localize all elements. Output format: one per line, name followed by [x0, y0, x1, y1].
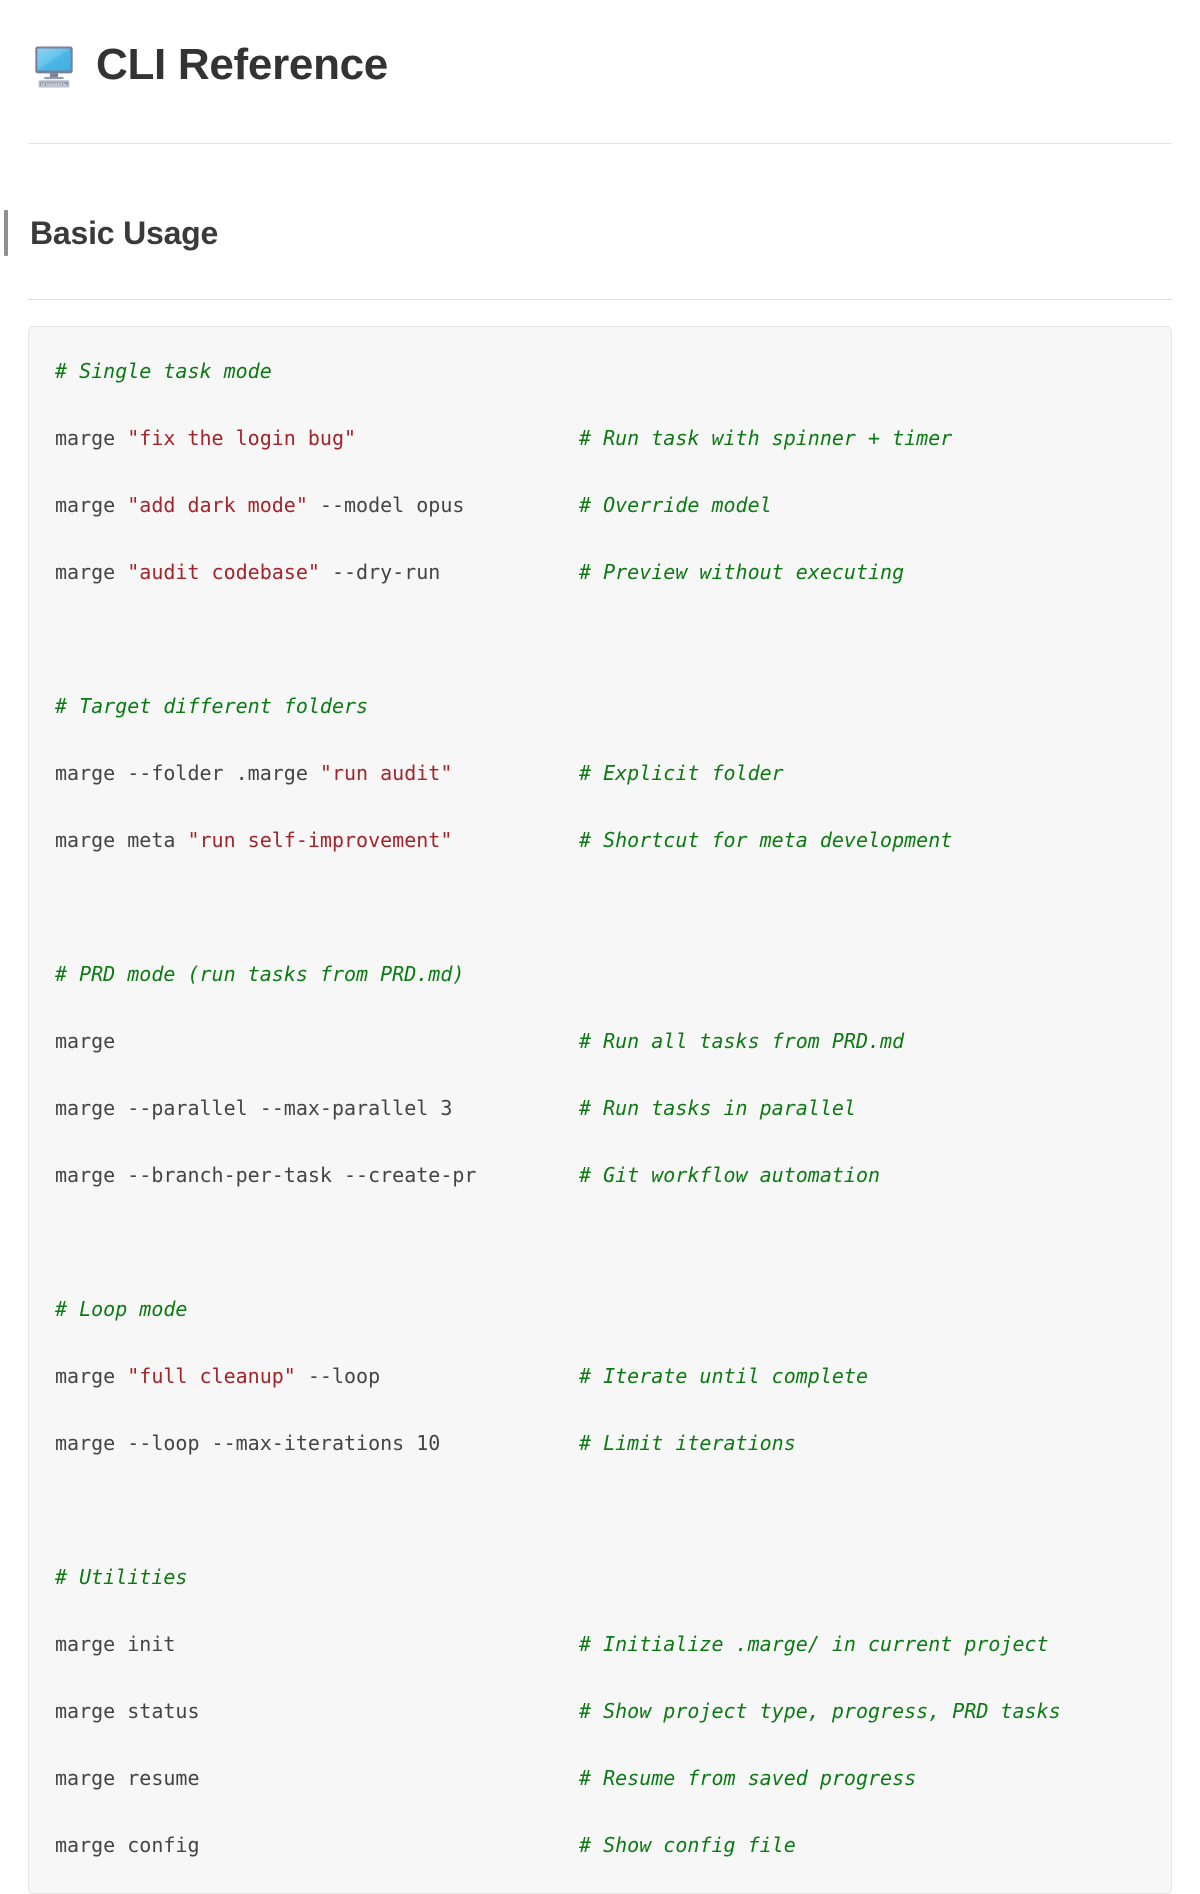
- code-line: # Target different folders: [55, 690, 1145, 724]
- code-comment: # Target different folders: [55, 694, 369, 719]
- code-string: "run audit": [319, 761, 453, 786]
- code-line: marge "full cleanup" --loop# Iterate unt…: [55, 1360, 1145, 1394]
- code-command: marge "add dark mode" --model opus: [55, 489, 579, 523]
- code-line: marge --branch-per-task --create-pr # Git…: [55, 1159, 1145, 1193]
- code-line: marge "fix the login bug"# Run task with…: [55, 422, 1145, 456]
- code-inline-comment: # Show project type, progress, PRD tasks: [579, 1699, 1061, 1724]
- code-line: # Utilities: [55, 1561, 1145, 1595]
- code-command: marge "audit codebase" --dry-run: [55, 556, 579, 590]
- code-command-text: marge meta: [55, 828, 188, 853]
- code-inline-comment: # Run all tasks from PRD.md: [579, 1029, 905, 1054]
- code-inline-comment: # Shortcut for meta development: [579, 828, 953, 853]
- code-command: marge resume: [55, 1762, 579, 1796]
- code-line: marge init # Initialize .marge/ in curren…: [55, 1628, 1145, 1662]
- code-inline-comment: # Run tasks in parallel: [579, 1096, 856, 1121]
- code-command-text: marge: [55, 1364, 128, 1389]
- code-command-text: marge config: [55, 1833, 200, 1858]
- code-inline-comment: # Initialize .marge/ in current project: [579, 1632, 1049, 1657]
- page-title: CLI Reference: [96, 40, 388, 90]
- code-string: "full cleanup": [127, 1364, 296, 1389]
- code-command: marge --branch-per-task --create-pr: [55, 1159, 579, 1193]
- code-command-text: marge: [55, 493, 128, 518]
- code-command: marge --loop --max-iterations 10: [55, 1427, 579, 1461]
- code-inline-comment: # Run task with spinner + timer: [579, 426, 953, 451]
- code-flags: --dry-run: [319, 560, 441, 585]
- code-command-text: marge: [55, 426, 128, 451]
- code-command-text: marge: [55, 560, 128, 585]
- code-line: # PRD mode (run tasks from PRD.md): [55, 958, 1145, 992]
- code-comment: # Utilities: [55, 1565, 188, 1590]
- code-command: marge meta "run self-improvement": [55, 824, 579, 858]
- code-inline-comment: # Limit iterations: [579, 1431, 796, 1456]
- section-basic-usage: Basic Usage: [4, 188, 1172, 278]
- code-line: # Single task mode: [55, 355, 1145, 389]
- code-line: marge "audit codebase" --dry-run# Previe…: [55, 556, 1145, 590]
- code-command-text: marge init: [55, 1632, 176, 1657]
- code-blank-line: [55, 1226, 1145, 1260]
- code-string: "audit codebase": [127, 560, 320, 585]
- code-comment: # Single task mode: [55, 359, 272, 384]
- code-command: marge config: [55, 1829, 579, 1863]
- code-command-text: marge --branch-per-task --create-pr: [55, 1163, 477, 1188]
- code-command-text: marge resume: [55, 1766, 200, 1791]
- code-command: marge --folder .marge "run audit": [55, 757, 579, 791]
- code-string: "run self-improvement": [187, 828, 453, 853]
- code-inline-comment: # Show config file: [579, 1833, 796, 1858]
- section-title: Basic Usage: [30, 214, 219, 251]
- code-line: marge config # Show config file: [55, 1829, 1145, 1863]
- code-flags: --loop: [295, 1364, 381, 1389]
- code-command-text: marge: [55, 1029, 116, 1054]
- code-inline-comment: # Override model: [579, 493, 772, 518]
- code-line: marge --folder .marge "run audit"# Expli…: [55, 757, 1145, 791]
- desktop-computer-icon: [28, 40, 80, 92]
- code-string: "add dark mode": [127, 493, 308, 518]
- code-inline-comment: # Git workflow automation: [579, 1163, 881, 1188]
- code-command: marge --parallel --max-parallel 3: [55, 1092, 579, 1126]
- code-line: marge --loop --max-iterations 10 # Limit …: [55, 1427, 1145, 1461]
- code-command: marge init: [55, 1628, 579, 1662]
- code-line: marge status # Show project type, progres…: [55, 1695, 1145, 1729]
- section-accent-bar: [4, 210, 8, 257]
- code-block-basic-usage[interactable]: # Single task mode marge "fix the login …: [28, 326, 1172, 1894]
- code-line: marge --parallel --max-parallel 3 # Run t…: [55, 1092, 1145, 1126]
- code-command: marge "full cleanup" --loop: [55, 1360, 579, 1394]
- code-content: # Single task mode marge "fix the login …: [55, 355, 1145, 1863]
- code-line: # Loop mode: [55, 1293, 1145, 1327]
- page-header: CLI Reference: [28, 0, 1172, 125]
- code-command-text: marge --parallel --max-parallel 3: [55, 1096, 453, 1121]
- code-blank-line: [55, 623, 1145, 657]
- code-line: marge "add dark mode" --model opus# Over…: [55, 489, 1145, 523]
- code-command: marge status: [55, 1695, 579, 1729]
- code-command: marge: [55, 1025, 579, 1059]
- code-inline-comment: # Preview without executing: [579, 560, 905, 585]
- code-command-text: marge --loop --max-iterations 10: [55, 1431, 441, 1456]
- section-divider: [28, 299, 1172, 301]
- code-command-text: marge --folder .marge: [55, 761, 320, 786]
- code-command: marge "fix the login bug": [55, 422, 579, 456]
- header-divider: [28, 143, 1172, 145]
- code-inline-comment: # Resume from saved progress: [579, 1766, 917, 1791]
- code-comment: # Loop mode: [55, 1297, 188, 1322]
- code-inline-comment: # Explicit folder: [579, 761, 784, 786]
- code-command-text: marge status: [55, 1699, 200, 1724]
- code-line: marge resume # Resume from saved progress: [55, 1762, 1145, 1796]
- cli-reference-page: CLI Reference Basic Usage # Single task …: [4, 0, 1172, 1894]
- code-line: marge meta "run self-improvement"# Short…: [55, 824, 1145, 858]
- code-flags: --model opus: [307, 493, 465, 518]
- code-line: marge # Run all tasks from PRD.md: [55, 1025, 1145, 1059]
- code-blank-line: [55, 1494, 1145, 1528]
- code-inline-comment: # Iterate until complete: [579, 1364, 868, 1389]
- code-blank-line: [55, 891, 1145, 925]
- code-comment: # PRD mode (run tasks from PRD.md): [55, 962, 465, 987]
- code-string: "fix the login bug": [127, 426, 357, 451]
